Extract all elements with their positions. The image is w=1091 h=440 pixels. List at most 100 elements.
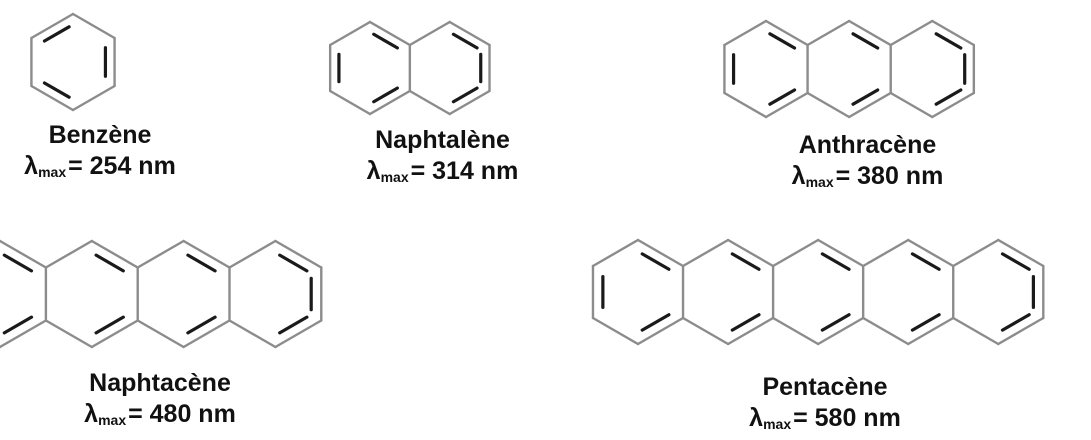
ring-bond <box>723 19 768 47</box>
double-bond <box>1000 252 1031 271</box>
ring-bond <box>274 319 323 349</box>
double-bond <box>640 313 671 332</box>
molecule-pentacene-structure <box>591 238 1045 346</box>
double-bond <box>372 32 399 50</box>
ring-bond <box>228 319 277 349</box>
ring-bond <box>861 316 910 346</box>
ring-bond <box>906 316 955 346</box>
ring-bond <box>71 12 116 40</box>
double-bond <box>186 315 217 335</box>
ring-bond <box>30 12 75 40</box>
ring-bond <box>952 238 1000 268</box>
molecule-name: Naphtalène <box>375 126 510 154</box>
double-bond <box>2 253 34 273</box>
caption-naphthacene: Naphtacène λmax= 480 nm <box>65 368 255 436</box>
ring-bond <box>889 91 934 119</box>
caption-anthracene: Anthracène λmax= 380 nm <box>775 130 960 198</box>
double-bond <box>372 86 399 104</box>
ring-bond <box>806 19 851 47</box>
double-bond <box>278 315 309 335</box>
double-bond <box>768 32 797 50</box>
ring-bond <box>182 239 231 269</box>
ring-bond <box>636 238 685 268</box>
ring-bond <box>906 238 955 268</box>
double-bond <box>451 32 479 50</box>
ring-bond <box>591 316 640 346</box>
ring-bond <box>71 84 116 112</box>
ring-bond <box>847 19 892 47</box>
ring-bond <box>726 238 775 268</box>
ring-bond <box>931 91 976 119</box>
double-bond <box>1000 313 1031 332</box>
ring-bond <box>952 316 1000 346</box>
ring-bond <box>681 316 730 346</box>
ring-bond <box>636 316 685 346</box>
ring-bond <box>726 316 775 346</box>
ring-bond <box>816 238 865 268</box>
molecule-name: Naphtacène <box>89 369 231 397</box>
double-bond <box>42 25 71 43</box>
lambda-max-value: = 254 nm <box>68 152 176 180</box>
ring-bond <box>408 20 451 47</box>
double-bond <box>820 313 851 332</box>
double-bond <box>451 86 479 104</box>
double-bond <box>278 253 309 273</box>
ring-bond <box>136 319 185 349</box>
ring-bond <box>771 316 820 346</box>
molecule-name: Anthracène <box>798 131 937 159</box>
lambda-max-label: λmax= 254 nm <box>24 152 176 180</box>
ring-bond <box>448 89 491 116</box>
lambda-max-label: λmax= 580 nm <box>749 404 901 432</box>
ring-bond <box>0 319 48 349</box>
caption-pentacene: Pentacène λmax= 580 nm <box>730 372 920 440</box>
double-bond <box>94 315 125 335</box>
double-bond <box>186 253 217 273</box>
lambda-max-label: λmax= 314 nm <box>366 157 519 185</box>
ring-bond <box>182 319 231 349</box>
double-bond <box>730 313 761 332</box>
ring-bond <box>44 319 93 349</box>
ring-bond <box>931 19 976 47</box>
double-bond <box>2 315 34 335</box>
ring-bond <box>44 239 93 269</box>
lambda-max-value: = 480 nm <box>128 400 236 428</box>
ring-bond <box>368 20 412 47</box>
lambda-max-label: λmax= 380 nm <box>791 162 944 190</box>
double-bond <box>640 252 671 271</box>
double-bond <box>910 313 941 332</box>
ring-bond <box>681 238 730 268</box>
ring-bond <box>448 20 491 47</box>
molecule-name: Benzène <box>48 121 152 149</box>
double-bond <box>768 88 797 106</box>
double-bond <box>94 253 125 273</box>
ring-bond <box>997 316 1045 346</box>
ring-bond <box>591 238 640 268</box>
ring-bond <box>997 238 1045 268</box>
lambda-max-label: λmax= 480 nm <box>84 400 236 428</box>
double-bond <box>934 32 963 50</box>
ring-bond <box>0 239 48 269</box>
molecule-anthracene-structure <box>723 19 976 119</box>
ring-bond <box>723 91 768 119</box>
molecule-benzene-structure <box>30 12 116 112</box>
double-bond <box>934 88 963 106</box>
ring-bond <box>816 316 865 346</box>
ring-bond <box>889 19 934 47</box>
ring-bond <box>274 239 323 269</box>
ring-bond <box>861 238 910 268</box>
lambda-max-value: = 314 nm <box>410 157 519 185</box>
double-bond <box>851 88 880 106</box>
molecule-naphthacene-structure <box>0 239 323 349</box>
ring-bond <box>847 91 892 119</box>
double-bond <box>730 252 761 271</box>
double-bond <box>42 81 71 99</box>
double-bond <box>851 32 880 50</box>
ring-bond <box>228 239 277 269</box>
ring-bond <box>30 84 75 112</box>
ring-bond <box>368 89 412 116</box>
ring-bond <box>136 239 185 269</box>
ring-bond <box>764 19 809 47</box>
ring-bond <box>328 89 372 116</box>
caption-benzene: Benzène λmax= 254 nm <box>10 120 190 188</box>
